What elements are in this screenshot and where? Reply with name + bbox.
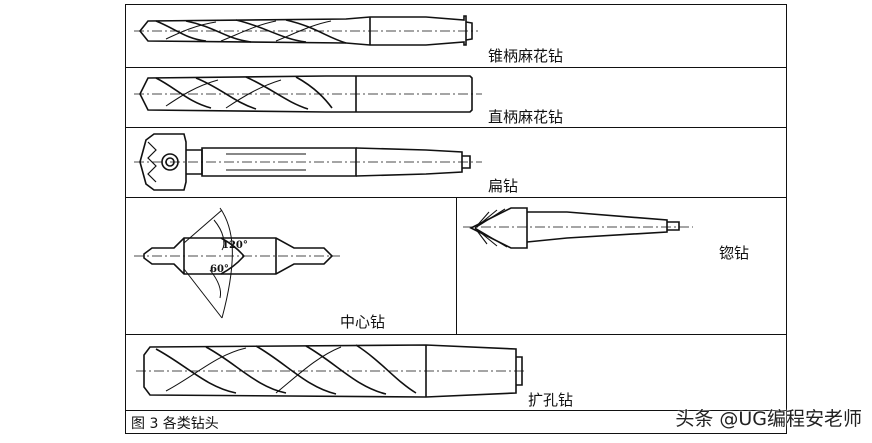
watermark: 头条 @UG编程安老师 <box>675 408 862 430</box>
panel-core-drill: 扩孔钻 <box>126 335 786 411</box>
taper-shank-twist-drill-drawing <box>134 15 478 46</box>
figure-frame: 锥柄麻花钻 直柄麻花钻 <box>125 4 787 434</box>
panel-taper-shank-twist-drill: 锥柄麻花钻 <box>126 5 786 68</box>
panel-flat-drill: 扁钻 <box>126 128 786 198</box>
panel-straight-shank-twist-drill: 直柄麻花钻 <box>126 68 786 128</box>
panel-countersink: 锪钻 <box>457 198 786 335</box>
countersink-drawing <box>463 207 693 249</box>
label-center-drill: 中心钻 <box>340 313 386 331</box>
angle-label-60: 60° <box>210 264 229 275</box>
label-taper-shank-twist-drill: 锥柄麻花钻 <box>488 47 564 65</box>
label-straight-shank-twist-drill: 直柄麻花钻 <box>488 108 564 126</box>
label-countersink: 锪钻 <box>719 244 750 262</box>
angle-label-120: 120° <box>222 240 248 251</box>
figure-caption: 图 3 各类钻头 <box>131 416 219 432</box>
straight-shank-twist-drill-drawing <box>134 75 482 113</box>
label-core-drill: 扩孔钻 <box>528 391 574 409</box>
panel-center-drill: 120° 60° 中心钻 <box>126 198 457 335</box>
center-drill-drawing: 120° 60° <box>134 207 340 319</box>
core-drill-drawing <box>136 344 526 398</box>
flat-drill-drawing <box>134 133 482 191</box>
label-flat-drill: 扁钻 <box>488 177 519 195</box>
